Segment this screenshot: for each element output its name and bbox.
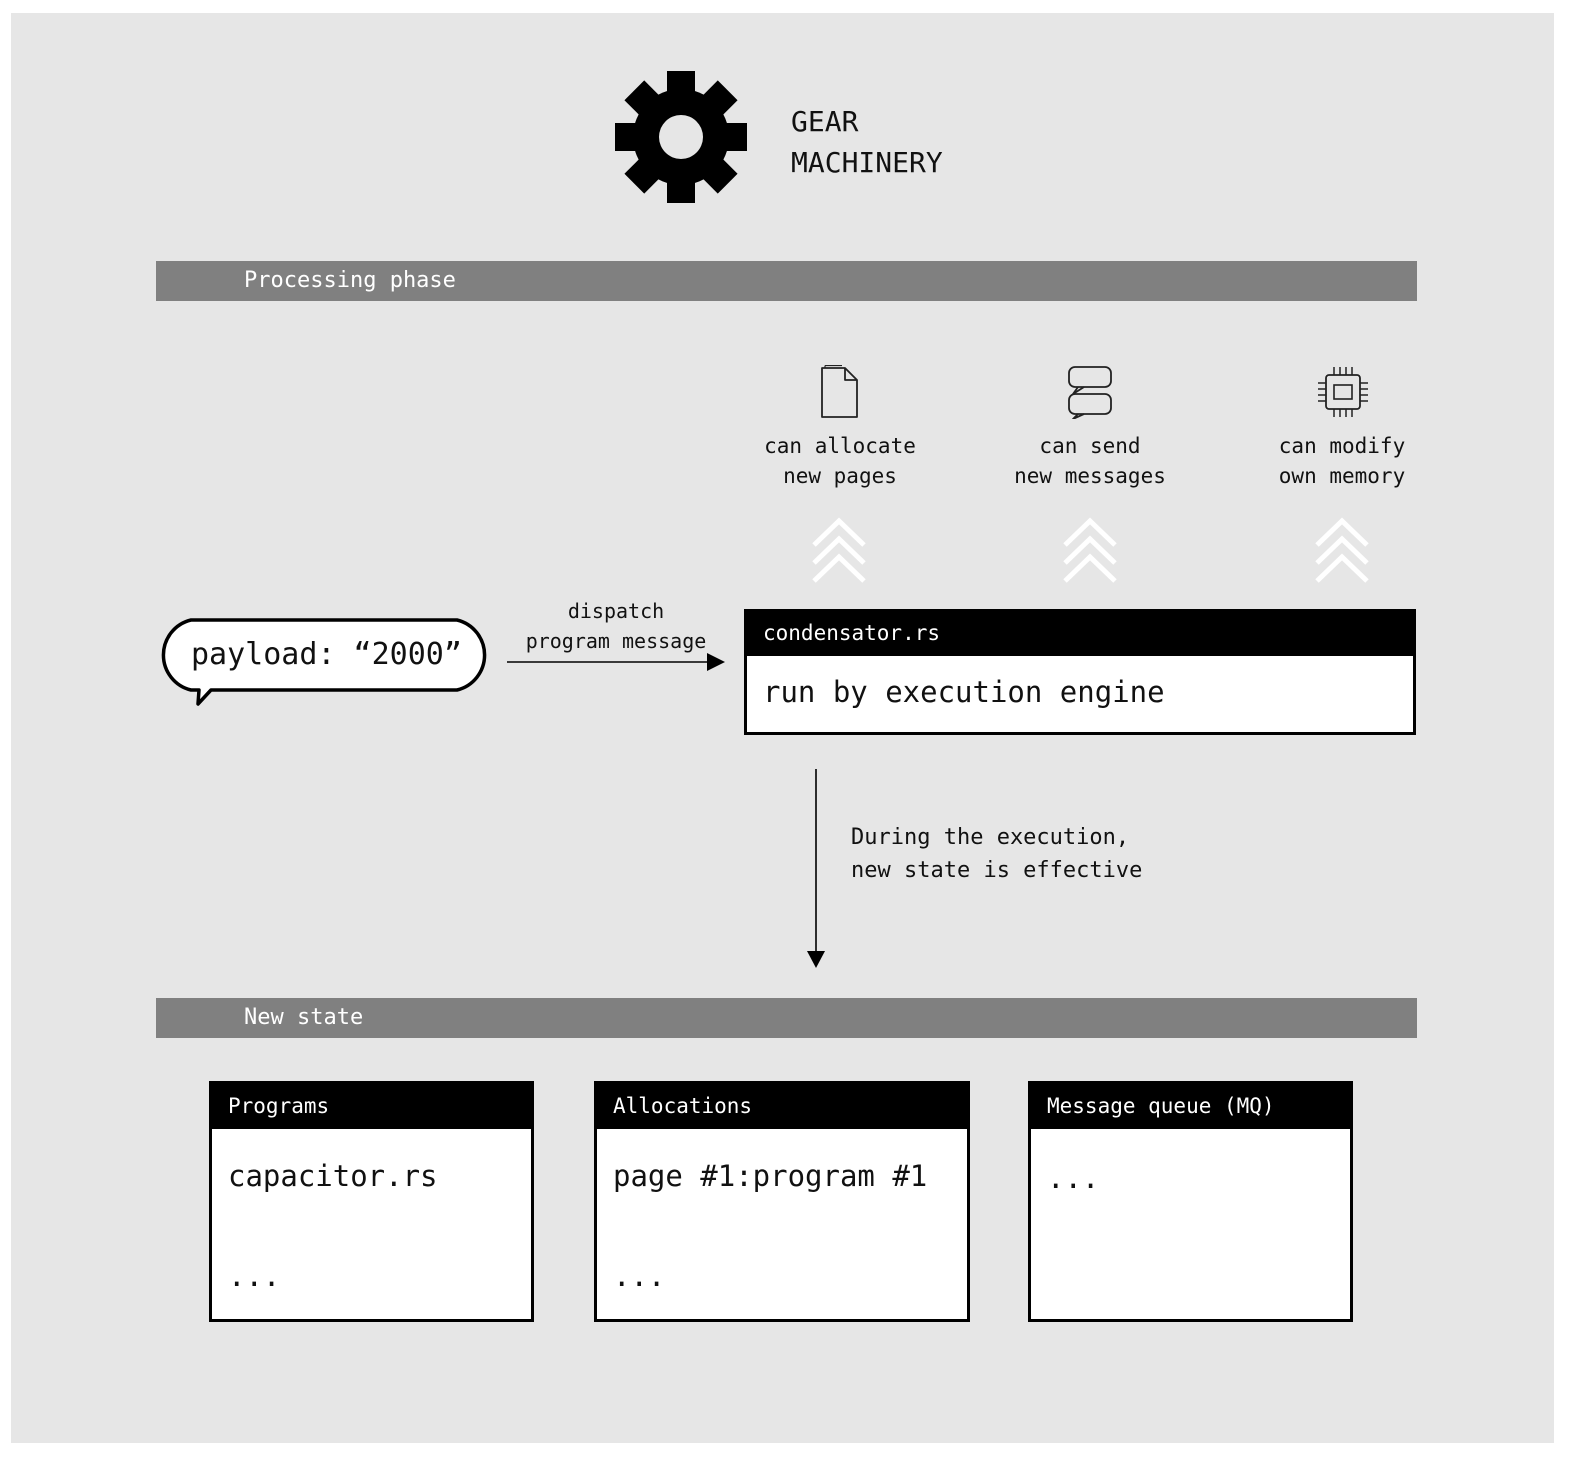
capability-allocate-line1: can allocate xyxy=(764,434,916,458)
brand-title-line2: MACHINERY xyxy=(791,146,943,179)
chevron-up-icon xyxy=(812,517,866,583)
speech-bubble xyxy=(161,618,487,706)
programs-panel-more: ... xyxy=(228,1259,281,1293)
capability-modify: can modify own memory xyxy=(1237,431,1447,491)
capability-allocate-line2: new pages xyxy=(783,464,897,488)
allocations-panel-more: ... xyxy=(613,1259,666,1293)
document-icon xyxy=(821,365,858,418)
gear-icon xyxy=(615,71,747,203)
execution-arrow xyxy=(807,769,825,968)
capability-send-line1: can send xyxy=(1039,434,1141,458)
capability-modify-line2: own memory xyxy=(1278,464,1406,488)
brand-title: GEAR MACHINERY xyxy=(791,101,943,183)
chip-icon xyxy=(1318,367,1368,417)
message-queue-panel-item: ... xyxy=(1047,1161,1100,1195)
programs-panel-item: capacitor.rs xyxy=(228,1159,438,1193)
new-state-bar: New state xyxy=(156,998,1417,1038)
payload-text: payload: “2000” xyxy=(191,637,462,672)
brand-title-line1: GEAR xyxy=(791,105,859,138)
allocations-panel: Allocations page #1:program #1 ... xyxy=(594,1081,970,1322)
allocations-panel-item: page #1:program #1 xyxy=(613,1159,928,1193)
program-box: condensator.rs run by execution engine xyxy=(744,609,1416,735)
processing-phase-label: Processing phase xyxy=(244,268,456,293)
chevron-up-icon xyxy=(1315,517,1369,583)
programs-panel: Programs capacitor.rs ... xyxy=(209,1081,534,1322)
dispatch-label: dispatch program message xyxy=(511,596,721,656)
program-box-body: run by execution engine xyxy=(763,675,1165,709)
programs-panel-title: Programs xyxy=(212,1084,531,1129)
program-box-title: condensator.rs xyxy=(747,612,1413,656)
processing-phase-bar: Processing phase xyxy=(156,261,1417,301)
execution-note-line1: During the execution, xyxy=(851,825,1130,850)
chat-bubbles-icon xyxy=(1068,366,1112,419)
diagram-canvas: GEAR MACHINERY Processing phase can xyxy=(11,13,1554,1443)
execution-note-line2: new state is effective xyxy=(851,858,1143,883)
allocations-panel-title: Allocations xyxy=(597,1084,967,1129)
message-queue-panel-title: Message queue (MQ) xyxy=(1031,1084,1350,1129)
message-queue-panel: Message queue (MQ) ... xyxy=(1028,1081,1353,1322)
new-state-label: New state xyxy=(244,1005,364,1030)
capability-allocate: can allocate new pages xyxy=(735,431,945,491)
dispatch-arrow xyxy=(507,653,725,671)
dispatch-label-line2: program message xyxy=(525,629,707,653)
capability-send-line2: new messages xyxy=(1014,464,1166,488)
chevron-up-icon xyxy=(1063,517,1117,583)
dispatch-label-line1: dispatch xyxy=(567,599,665,623)
capability-send: can send new messages xyxy=(985,431,1195,491)
execution-note: During the execution, new state is effec… xyxy=(851,821,1142,887)
capability-modify-line1: can modify xyxy=(1278,434,1406,458)
